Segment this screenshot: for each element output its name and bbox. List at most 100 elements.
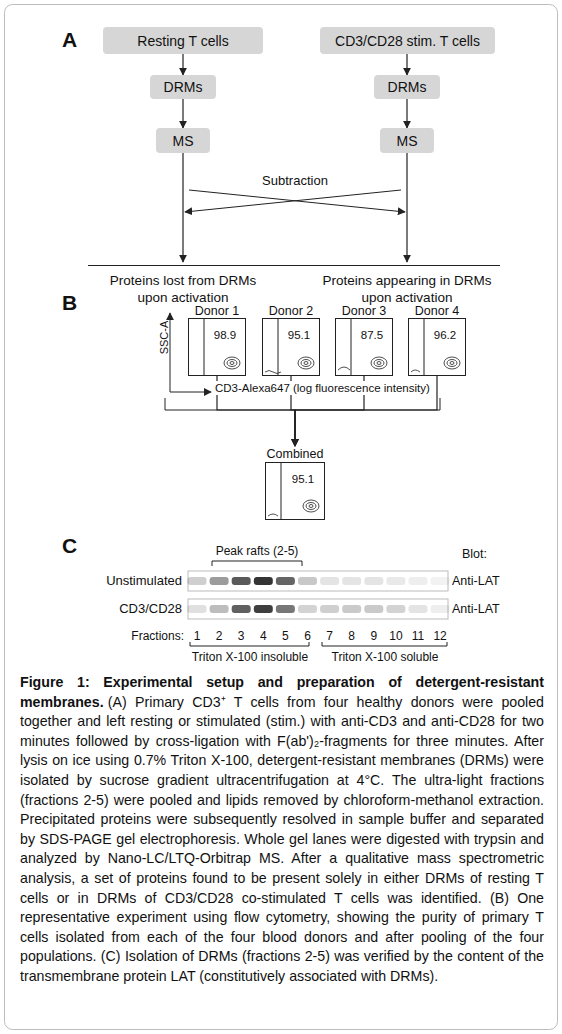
- contour: [301, 360, 311, 367]
- text-label: 5: [273, 629, 297, 643]
- plot-frame: 96.2: [408, 318, 466, 376]
- contour-trace: [265, 371, 281, 374]
- blot-band: [431, 577, 450, 585]
- flow-plot: Combined95.1: [265, 446, 325, 520]
- blot-band: [342, 577, 361, 585]
- text-label: Triton X-100 insoluble: [170, 650, 330, 664]
- text-label: CD3-Alexa647 (log fluorescence intensity…: [214, 381, 431, 395]
- contour: [309, 505, 313, 508]
- process-box: CD3/CD28 stim. T cells: [320, 27, 495, 54]
- text-label: Blot:: [462, 547, 487, 562]
- merge-bracket: [165, 398, 440, 410]
- process-box: MS: [156, 128, 210, 153]
- axis-arrow: [170, 313, 171, 392]
- flow-line: [406, 153, 407, 262]
- text-label: Subtraction: [240, 173, 350, 189]
- blot-band: [409, 577, 428, 585]
- connector: [182, 54, 183, 75]
- blot-band: [276, 605, 295, 613]
- blot-band: [386, 605, 405, 613]
- text-label: Triton X-100 soluble: [305, 650, 465, 664]
- plot-frame: 95.1: [265, 462, 325, 520]
- blot-band: [364, 605, 383, 613]
- plot-frame: 98.9: [188, 318, 246, 376]
- flow-plot: Donor 198.9: [188, 304, 246, 376]
- gate-percentage: 95.1: [282, 473, 324, 486]
- process-box: MS: [380, 128, 434, 153]
- text-label: 2: [207, 629, 231, 643]
- box-label: DRMs: [388, 79, 427, 95]
- text-label: 12: [428, 629, 452, 643]
- blot-band: [188, 577, 207, 585]
- peak-bracket: [212, 561, 302, 566]
- contour: [450, 362, 454, 365]
- text-label: Anti-LAT: [452, 574, 500, 589]
- process-box: DRMs: [374, 75, 440, 99]
- plot-title: Donor 4: [396, 304, 478, 318]
- panel-letter: B: [62, 290, 77, 315]
- box-label: DRMs: [164, 79, 203, 95]
- blot-band: [188, 605, 207, 613]
- text-label: Anti-LAT: [452, 602, 500, 617]
- fraction-bracket: [190, 642, 309, 646]
- contour: [230, 362, 234, 365]
- plot-title: Donor 3: [323, 304, 405, 318]
- blot-strip: [188, 571, 448, 591]
- flow-plot: Donor 295.1: [262, 304, 320, 376]
- gate-line: [424, 318, 425, 376]
- text-label: Proteins lost from DRMs upon activation: [103, 272, 263, 306]
- plot-frame: 87.5: [335, 318, 393, 376]
- blot-band: [431, 605, 450, 613]
- blot-band: [342, 605, 361, 613]
- box-label: Resting T cells: [137, 33, 228, 49]
- process-box: DRMs: [150, 75, 216, 99]
- blot-band: [386, 577, 405, 585]
- plot-title: Donor 2: [250, 304, 332, 318]
- gate-line: [281, 462, 282, 520]
- text-label: 1: [185, 629, 209, 643]
- gate-line: [204, 318, 205, 376]
- figure-border: [5, 5, 558, 1030]
- contour: [447, 360, 457, 367]
- contour: [298, 357, 314, 369]
- blot-band: [364, 577, 383, 585]
- divider-line: [88, 265, 500, 266]
- text-label: 3: [229, 629, 253, 643]
- process-box: Resting T cells: [103, 27, 263, 54]
- fraction-bracket: [322, 642, 447, 646]
- contour-trace: [411, 370, 420, 372]
- contour: [444, 357, 460, 369]
- gate-line: [278, 318, 279, 376]
- blot-band: [232, 605, 251, 613]
- text-label: 8: [340, 629, 364, 643]
- contour: [374, 360, 384, 367]
- caption-text: (A) Primary CD3⁺ T cells from four healt…: [20, 694, 544, 984]
- text-label: 11: [406, 629, 430, 643]
- contour: [371, 357, 387, 369]
- text-label: Fractions:: [94, 629, 184, 643]
- flow-plot: Donor 387.5: [335, 304, 393, 376]
- text-label: Peak rafts (2-5): [202, 544, 312, 558]
- box-label: MS: [397, 133, 418, 149]
- contour: [304, 362, 308, 365]
- blot-band: [320, 577, 339, 585]
- contour: [306, 503, 316, 510]
- blot-band: [409, 605, 428, 613]
- blot-band: [298, 605, 317, 613]
- box-label: MS: [173, 133, 194, 149]
- contour-trace: [338, 367, 350, 370]
- panel-letter: C: [62, 533, 77, 558]
- text-label: 4: [251, 629, 275, 643]
- blot-bands: [188, 577, 450, 613]
- figure-caption: Figure 1: Experimental setup and prepara…: [20, 673, 544, 987]
- text-label: Unstimulated: [72, 573, 182, 589]
- flow-line: [182, 153, 183, 262]
- blot-band: [276, 577, 295, 585]
- panel-letter: A: [62, 27, 77, 52]
- plot-title: Combined: [253, 446, 337, 462]
- flow-plot: Donor 496.2: [408, 304, 466, 376]
- box-label: CD3/CD28 stim. T cells: [335, 33, 480, 49]
- connector: [182, 99, 183, 128]
- gate-percentage: 87.5: [352, 329, 392, 342]
- text-label: 7: [318, 629, 342, 643]
